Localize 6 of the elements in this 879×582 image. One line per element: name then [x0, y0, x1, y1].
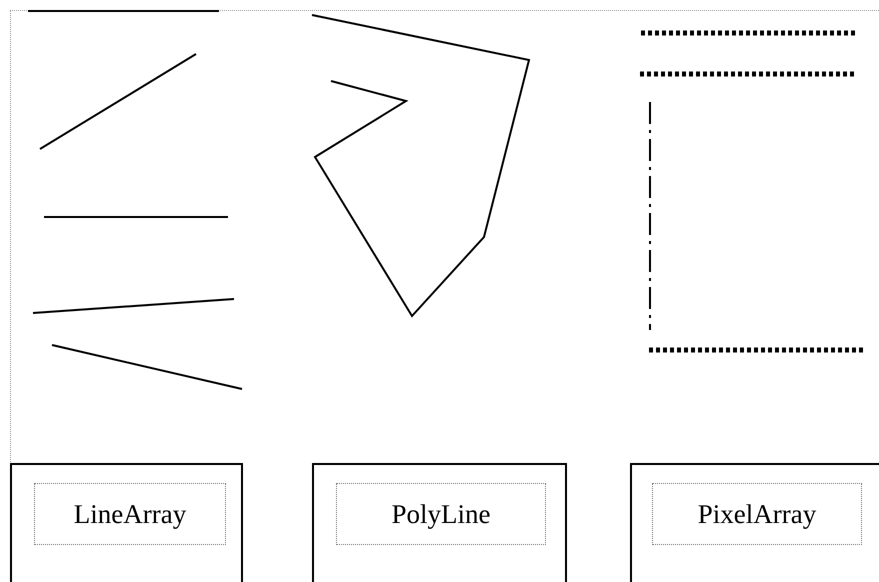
label-box: [10, 463, 243, 582]
label-box: [630, 463, 879, 582]
label-box: [312, 463, 567, 582]
node-label: PixelArray: [652, 483, 862, 545]
node-label: LineArray: [34, 483, 226, 545]
node-label: PolyLine: [336, 483, 546, 545]
